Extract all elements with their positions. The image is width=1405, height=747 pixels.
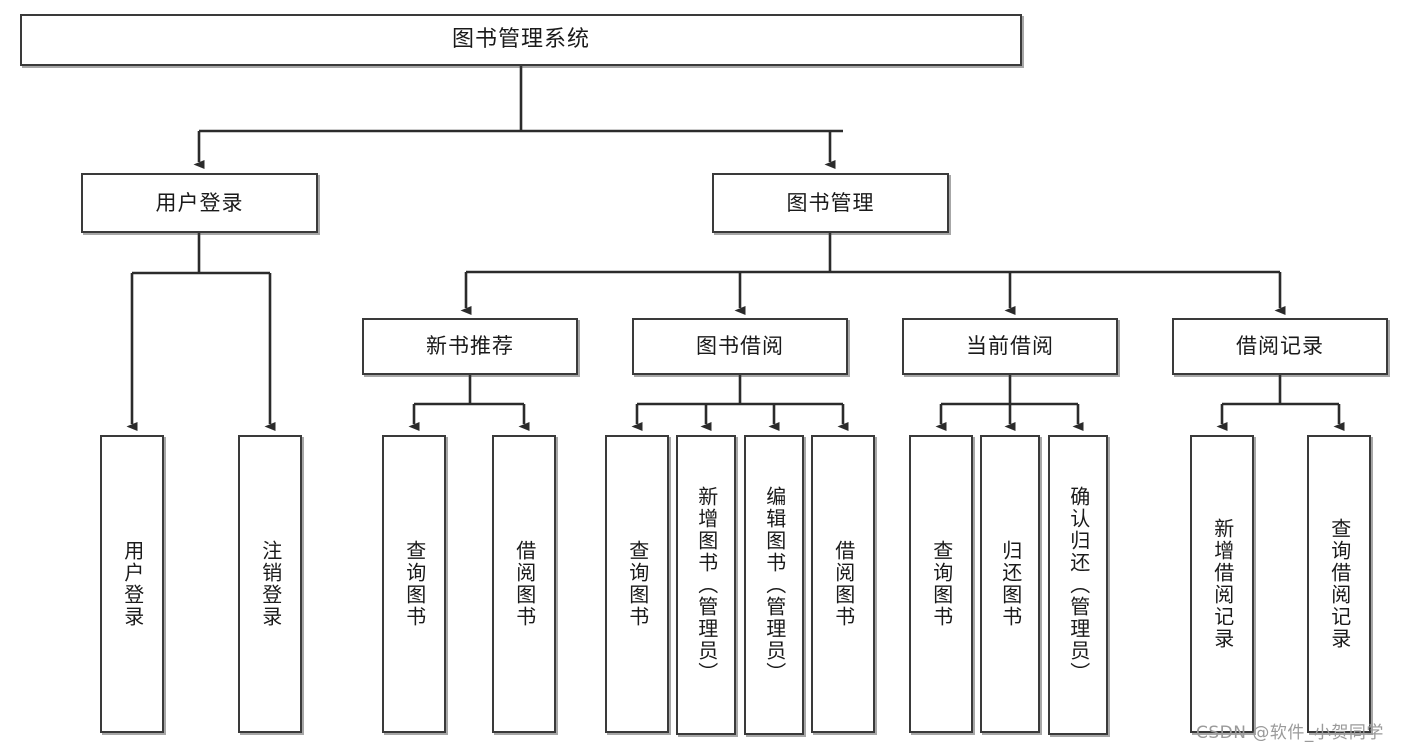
leaf-borrow-query-book[interactable]: 查询图书 — [605, 435, 669, 733]
node-label: 查询图书 — [625, 540, 650, 628]
leaf-user-login[interactable]: 用户登录 — [100, 435, 164, 733]
node-current-borrow[interactable]: 当前借阅 — [902, 318, 1118, 375]
node-label: 查询借阅记录 — [1327, 518, 1352, 650]
node-label: 借阅图书 — [512, 540, 537, 628]
leaf-newbook-query-book[interactable]: 查询图书 — [382, 435, 446, 733]
leaf-record-query-record[interactable]: 查询借阅记录 — [1307, 435, 1371, 733]
leaf-newbook-borrow-book[interactable]: 借阅图书 — [492, 435, 556, 733]
node-book-borrow[interactable]: 图书借阅 — [632, 318, 848, 375]
node-book-management[interactable]: 图书管理 — [712, 173, 949, 233]
leaf-record-add-record[interactable]: 新增借阅记录 — [1190, 435, 1254, 733]
node-label: 注销登录 — [258, 540, 283, 628]
node-label: 确认归还（管理员） — [1066, 486, 1091, 684]
node-label: 查询图书 — [402, 540, 427, 628]
node-label: 用户登录 — [155, 190, 244, 215]
node-label: 查询图书 — [929, 540, 954, 628]
node-label: 用户登录 — [120, 540, 145, 628]
node-label: 编辑图书（管理员） — [762, 486, 787, 684]
node-label: 图书管理系统 — [451, 27, 590, 53]
node-label: 借阅图书 — [831, 540, 856, 628]
node-borrow-record[interactable]: 借阅记录 — [1172, 318, 1388, 375]
leaf-current-query-book[interactable]: 查询图书 — [909, 435, 973, 733]
leaf-current-return-book[interactable]: 归还图书 — [980, 435, 1040, 733]
leaf-logout[interactable]: 注销登录 — [238, 435, 302, 733]
node-label: 新增图书（管理员） — [694, 486, 719, 684]
leaf-borrow-borrow-book[interactable]: 借阅图书 — [811, 435, 875, 733]
csdn-watermark: CSDN @软件_小贺同学 — [1196, 723, 1384, 743]
node-label: 图书管理 — [786, 190, 875, 215]
node-root-system[interactable]: 图书管理系统 — [20, 14, 1022, 66]
node-label: 新增借阅记录 — [1210, 518, 1235, 650]
node-new-book-recommend[interactable]: 新书推荐 — [362, 318, 578, 375]
node-label: 图书借阅 — [696, 334, 784, 359]
leaf-current-confirm-return-admin[interactable]: 确认归还（管理员） — [1048, 435, 1108, 735]
node-label: 新书推荐 — [426, 334, 514, 359]
leaf-borrow-add-book-admin[interactable]: 新增图书（管理员） — [676, 435, 736, 735]
leaf-borrow-edit-book-admin[interactable]: 编辑图书（管理员） — [744, 435, 804, 735]
node-label: 当前借阅 — [966, 334, 1054, 359]
node-label: 归还图书 — [998, 540, 1023, 628]
node-label: 借阅记录 — [1236, 334, 1324, 359]
node-user-login[interactable]: 用户登录 — [81, 173, 318, 233]
